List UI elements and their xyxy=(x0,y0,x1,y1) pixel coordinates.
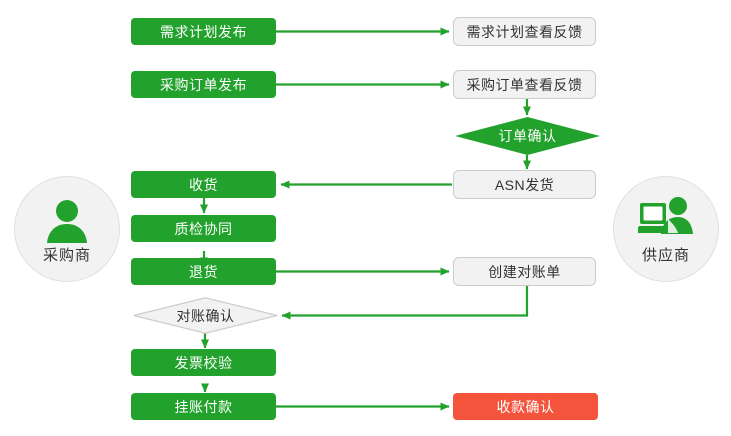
person-at-computer-icon xyxy=(638,193,694,243)
node-po-feedback[interactable]: 采购订单查看反馈 xyxy=(453,70,596,99)
node-return-goods[interactable]: 退货 xyxy=(131,258,276,285)
node-receive[interactable]: 收货 xyxy=(131,171,276,198)
actor-supplier-label: 供应商 xyxy=(641,247,690,264)
person-icon xyxy=(39,193,95,243)
node-po-publish[interactable]: 采购订单发布 xyxy=(131,71,276,98)
node-qc-collab[interactable]: 质检协同 xyxy=(131,215,276,242)
actor-buyer-label: 采购商 xyxy=(42,247,91,264)
node-payable-pay[interactable]: 挂账付款 xyxy=(131,393,276,420)
diamond-shape-green xyxy=(455,117,600,155)
node-invoice-check[interactable]: 发票校验 xyxy=(131,349,276,376)
node-demand-feedback[interactable]: 需求计划查看反馈 xyxy=(453,17,596,46)
node-statement-confirm[interactable]: 对账确认 xyxy=(133,297,278,334)
node-asn-ship[interactable]: ASN发货 xyxy=(453,170,596,199)
node-order-confirm[interactable]: 订单确认 xyxy=(455,117,600,155)
node-demand-publish[interactable]: 需求计划发布 xyxy=(131,18,276,45)
node-receipt-confirm[interactable]: 收款确认 xyxy=(453,393,598,420)
actor-buyer[interactable]: 采购商 xyxy=(14,176,120,282)
edge-create-statement-to-statement-confirm xyxy=(281,285,529,320)
diamond-shape-gray xyxy=(133,297,278,334)
actor-supplier[interactable]: 供应商 xyxy=(613,176,719,282)
node-create-statement[interactable]: 创建对账单 xyxy=(453,257,596,286)
